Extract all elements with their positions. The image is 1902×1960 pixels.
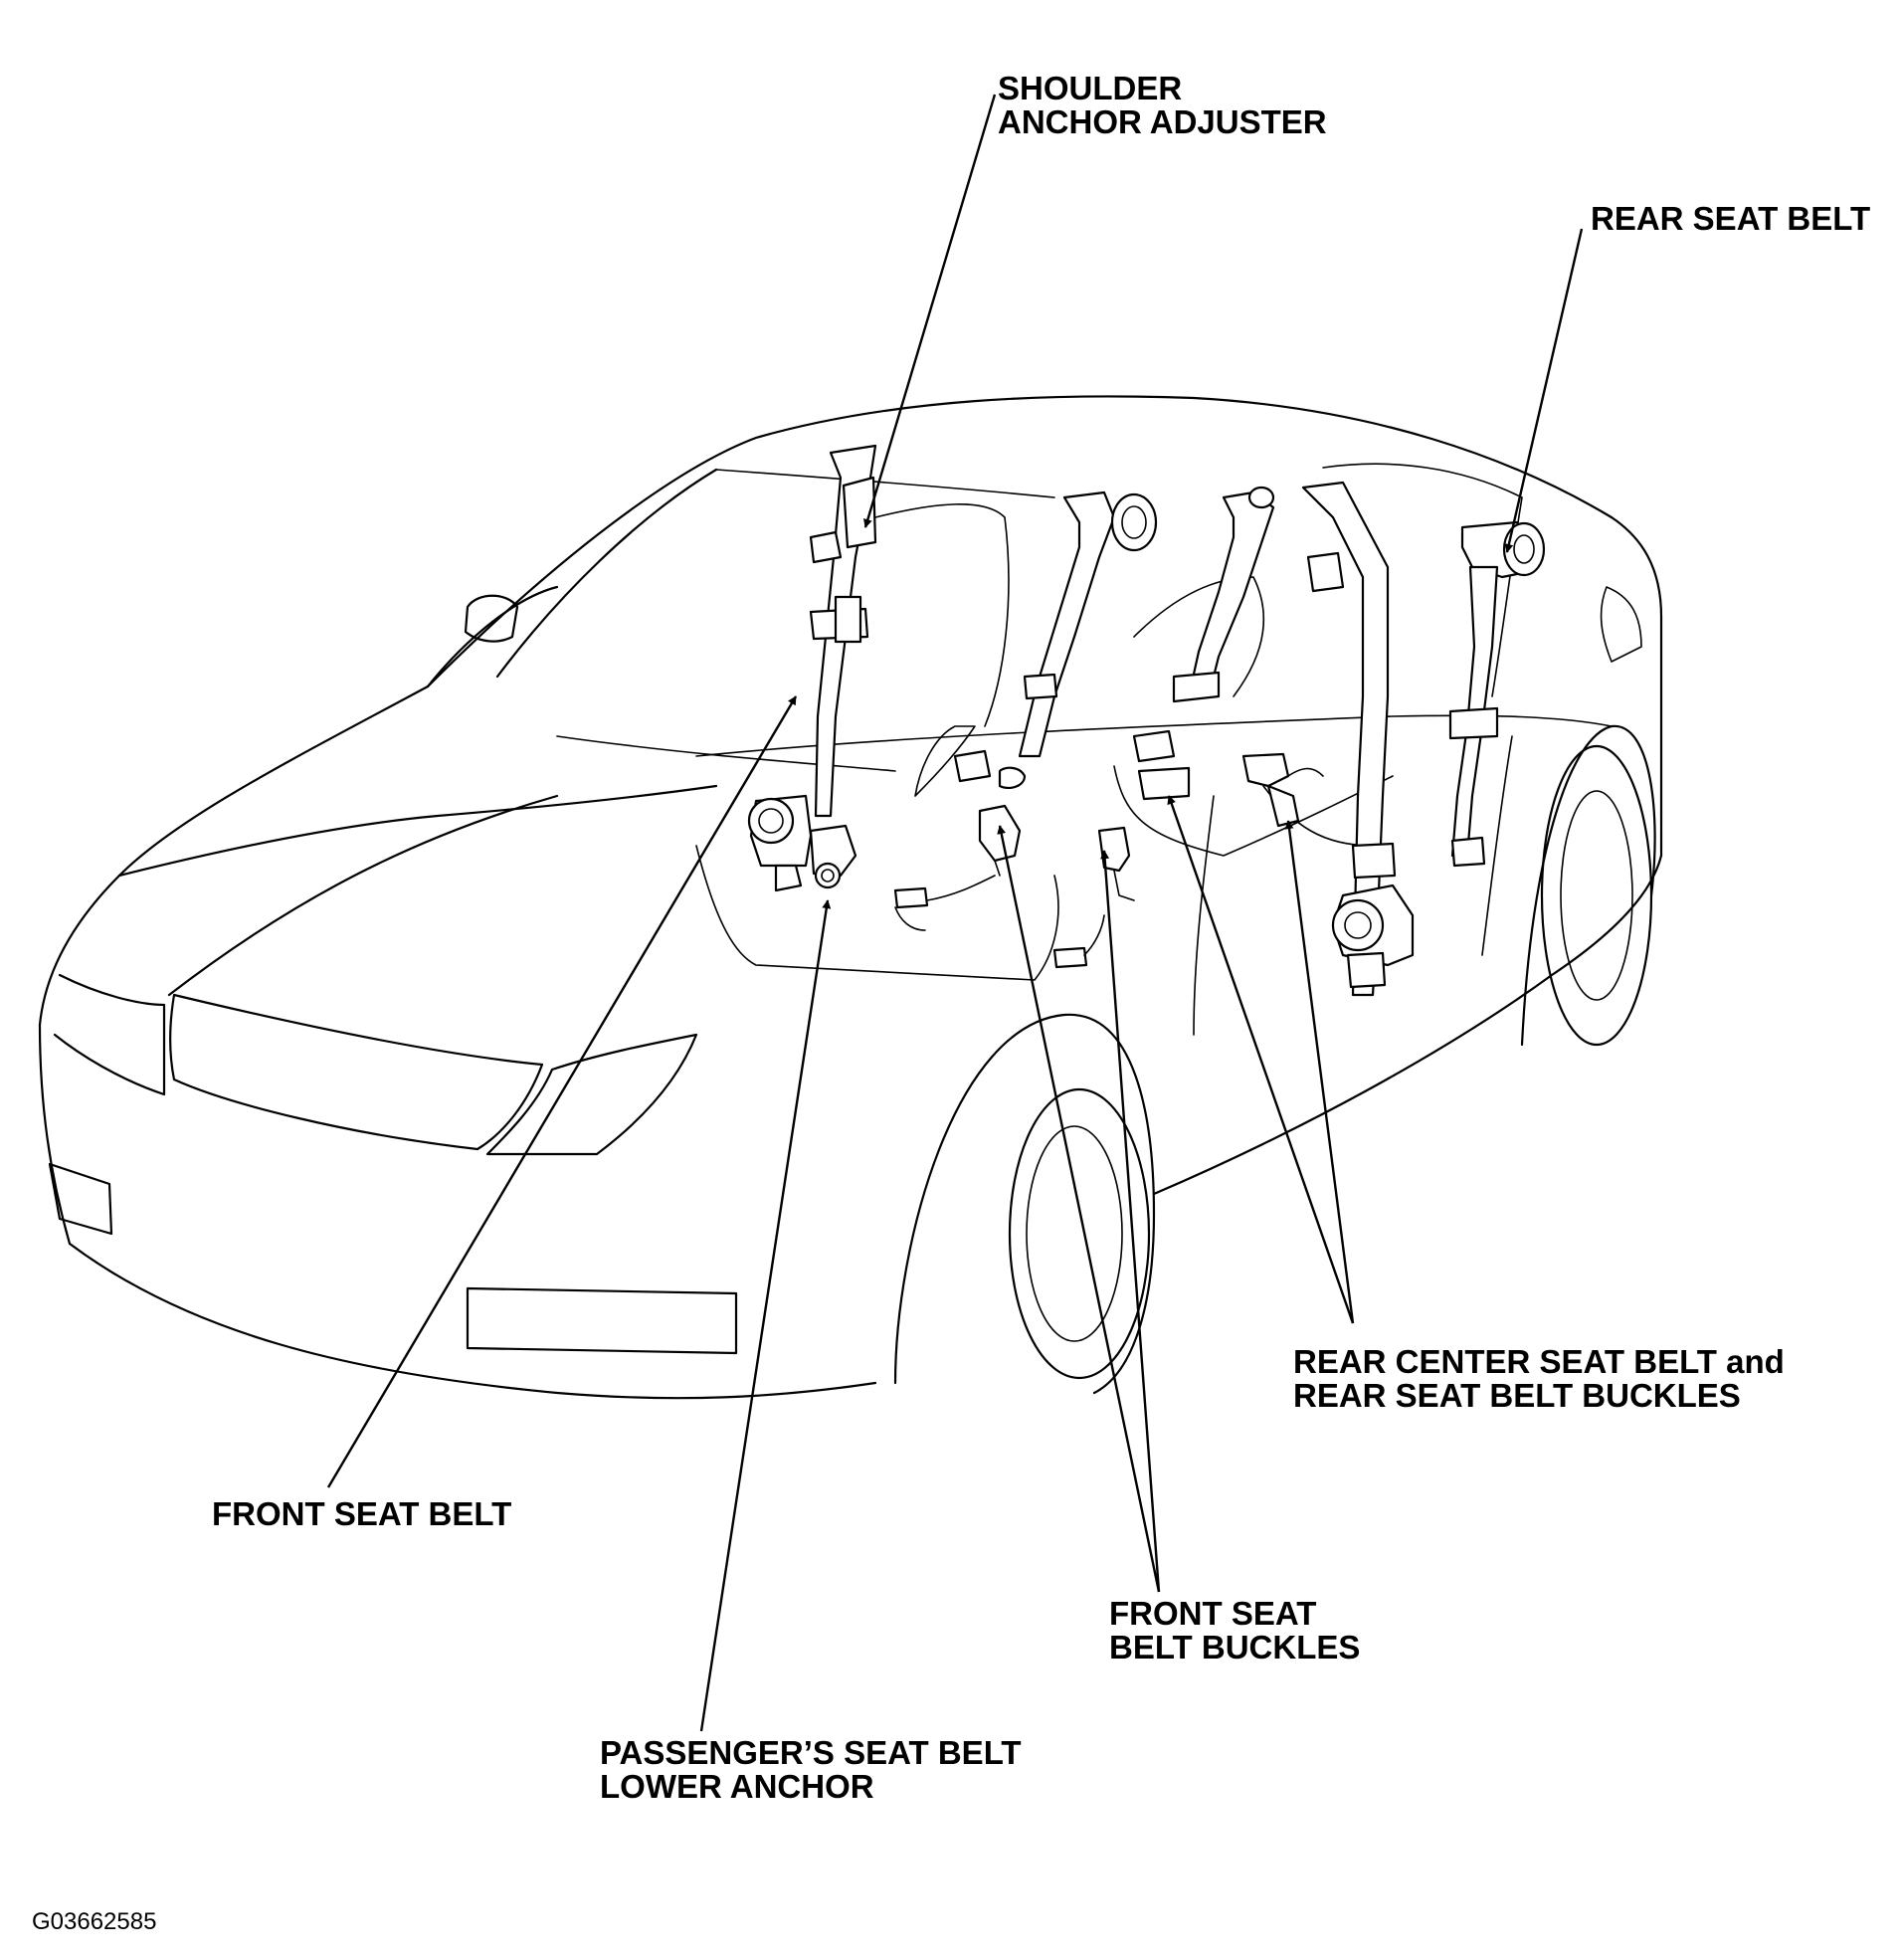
leader-passenger-lower-anchor	[699, 899, 832, 1732]
rear-seat-belt-assembly	[1448, 520, 1546, 868]
leader-rear-center-2	[1284, 820, 1355, 1324]
front-seat-belt-buckle-parts	[893, 804, 1135, 969]
label-line: PASSENGER’S SEAT BELT	[600, 1734, 1022, 1771]
leader-front-buckle-1	[997, 825, 1161, 1593]
car-body-outline	[38, 395, 1663, 1400]
front-seat-belt-assembly	[809, 444, 877, 818]
leader-front-seat-belt	[326, 695, 798, 1488]
label-line: FRONT SEAT BELT	[212, 1495, 512, 1532]
front-seat-belt-retractor	[747, 794, 813, 892]
label-front-seat-belt-buckles: FRONT SEAT BELT BUCKLES	[1109, 1597, 1360, 1665]
label-rear-seat-belt: REAR SEAT BELT	[1591, 202, 1870, 236]
label-shoulder-anchor-adjuster: SHOULDER ANCHOR ADJUSTER	[998, 72, 1327, 139]
leader-rear-center-1	[1167, 795, 1355, 1324]
leader-rear-seat-belt	[1504, 228, 1584, 553]
rear-pillar-belt	[1301, 481, 1415, 997]
center-pillar-belt	[953, 490, 1158, 790]
passenger-lower-anchor-part	[809, 824, 857, 889]
label-front-seat-belt: FRONT SEAT BELT	[212, 1497, 511, 1531]
label-line: REAR CENTER SEAT BELT and	[1293, 1343, 1785, 1380]
figure-code: G03662585	[32, 1908, 157, 1935]
leader-front-buckle-2	[1100, 850, 1161, 1593]
label-passenger-lower-anchor: PASSENGER’S SEAT BELT LOWER ANCHOR	[600, 1736, 1022, 1804]
label-line: REAR SEAT BELT BUCKLES	[1293, 1377, 1741, 1414]
label-line: SHOULDER	[998, 70, 1183, 106]
rear-center-belt-assembly	[1132, 486, 1324, 828]
leader-shoulder-anchor	[863, 94, 997, 528]
label-line: BELT BUCKLES	[1109, 1629, 1361, 1666]
leader-lines	[326, 94, 1584, 1732]
label-line: FRONT SEAT	[1109, 1595, 1317, 1632]
label-line: LOWER ANCHOR	[600, 1768, 874, 1805]
label-rear-center-seat-belt: REAR CENTER SEAT BELT and REAR SEAT BELT…	[1293, 1345, 1785, 1413]
label-line: ANCHOR ADJUSTER	[998, 103, 1327, 140]
label-line: REAR SEAT BELT	[1591, 200, 1871, 237]
